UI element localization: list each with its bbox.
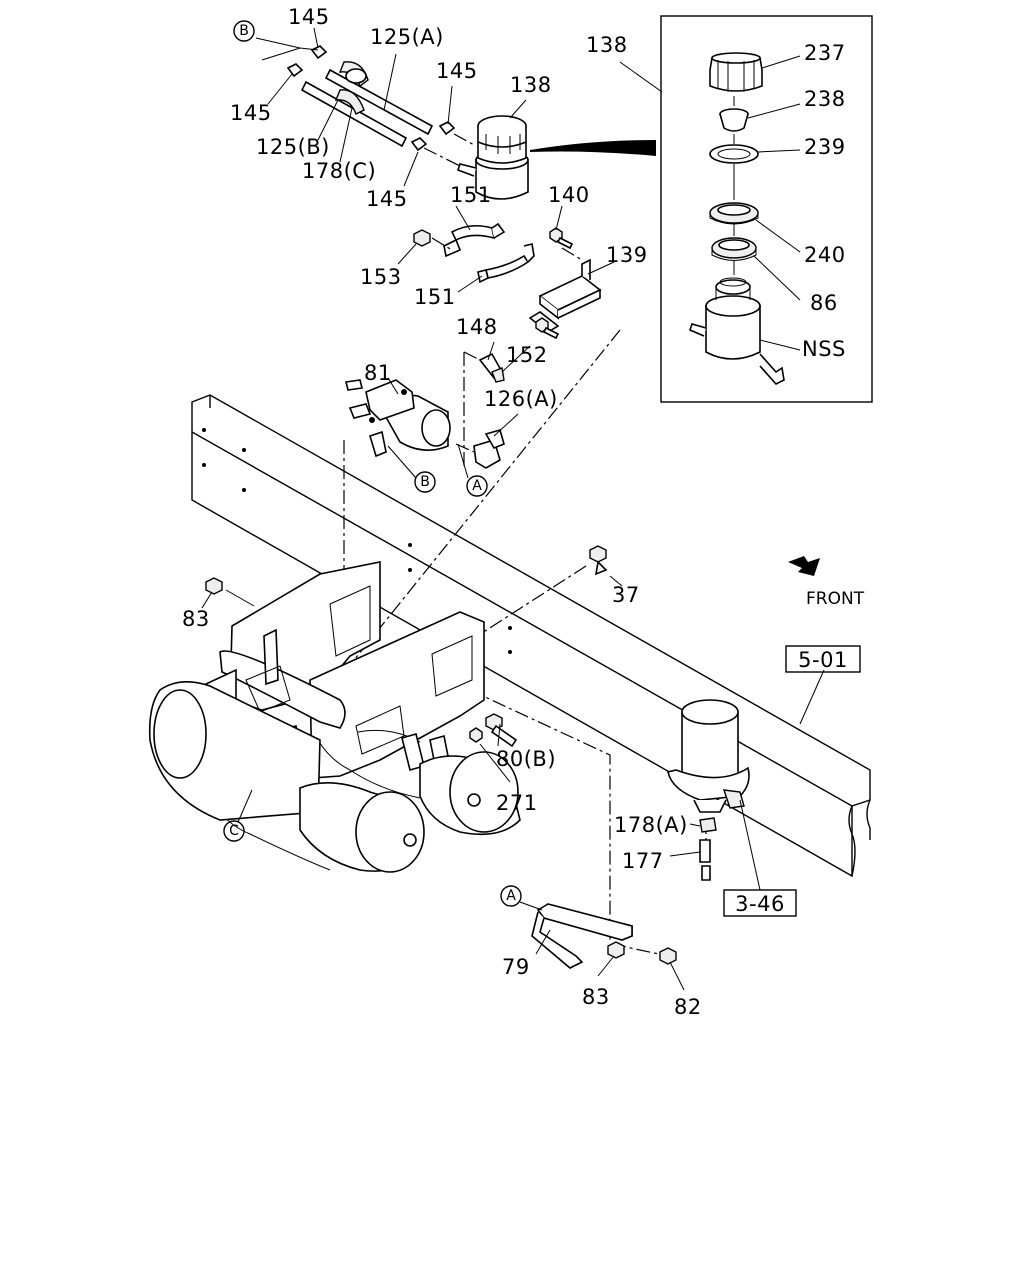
hose-125a bbox=[300, 68, 434, 148]
label-152: 152 bbox=[506, 343, 548, 367]
svg-text:B: B bbox=[420, 474, 430, 490]
label-80b: 80(B) bbox=[496, 747, 556, 771]
label-178a: 178(A) bbox=[614, 813, 688, 837]
label-177: 177 bbox=[622, 849, 664, 873]
chamber-left bbox=[148, 681, 321, 821]
fitting-178a bbox=[699, 817, 717, 833]
label-140: 140 bbox=[548, 183, 590, 207]
label-138-inset: 138 bbox=[586, 33, 628, 57]
label-151-bottom: 151 bbox=[414, 285, 456, 309]
svg-text:C: C bbox=[229, 823, 239, 839]
label-145-bottom: 145 bbox=[366, 187, 408, 211]
label-79: 79 bbox=[502, 955, 530, 979]
label-82: 82 bbox=[674, 995, 702, 1019]
reservoir-detail-inset bbox=[660, 15, 873, 403]
air-dryer bbox=[667, 699, 750, 813]
label-nss: NSS bbox=[802, 337, 846, 361]
ring-240 bbox=[709, 202, 759, 225]
explode-arrow bbox=[530, 140, 656, 156]
valve-81 bbox=[345, 379, 451, 458]
ref-5-01-text: 5-01 bbox=[798, 648, 848, 672]
label-240: 240 bbox=[804, 243, 846, 267]
ref-3-46-text: 3-46 bbox=[735, 892, 785, 916]
label-83-left: 83 bbox=[182, 607, 210, 631]
bracket-79 bbox=[531, 903, 677, 969]
svg-text:A: A bbox=[472, 478, 482, 494]
cap-237 bbox=[709, 52, 763, 92]
label-178c: 178(C) bbox=[302, 159, 376, 183]
label-126a: 126(A) bbox=[484, 387, 558, 411]
front-label: FRONT bbox=[806, 589, 865, 609]
filter-238 bbox=[719, 108, 749, 132]
pipe-177 bbox=[699, 839, 711, 881]
inset-frame bbox=[660, 15, 873, 403]
label-81: 81 bbox=[364, 361, 392, 385]
label-145-right: 145 bbox=[436, 59, 478, 83]
label-83-bottom: 83 bbox=[582, 985, 610, 1009]
label-139: 139 bbox=[606, 243, 648, 267]
callout-b-mid: B bbox=[414, 471, 436, 493]
mounting-bracket-assembly bbox=[205, 561, 485, 871]
label-145-left: 145 bbox=[230, 101, 272, 125]
fasteners-top bbox=[413, 227, 574, 340]
label-125b: 125(B) bbox=[256, 135, 330, 159]
plug-148 bbox=[478, 352, 505, 383]
label-37: 37 bbox=[612, 583, 640, 607]
label-151-top: 151 bbox=[450, 183, 492, 207]
ref-box-3-46[interactable]: 3-46 bbox=[723, 889, 797, 917]
clip-145-group bbox=[286, 45, 456, 152]
part-labels: 145 125(A) 145 125(B) 178(C) 145 145 138… bbox=[182, 5, 865, 1019]
label-125a: 125(A) bbox=[370, 25, 444, 49]
band-151 bbox=[443, 222, 535, 284]
callout-a-bot: A bbox=[500, 885, 522, 907]
elbow-126a bbox=[473, 429, 505, 469]
callout-c-left: C bbox=[223, 820, 245, 842]
chamber-right bbox=[419, 751, 521, 836]
reservoir-body-nss bbox=[689, 277, 785, 385]
leader-lines bbox=[201, 27, 825, 991]
reservoir-138 bbox=[456, 115, 529, 200]
svg-text:A: A bbox=[506, 888, 516, 904]
seal-239 bbox=[709, 144, 759, 164]
label-237: 237 bbox=[804, 41, 846, 65]
label-138: 138 bbox=[510, 73, 552, 97]
frame-rail bbox=[191, 394, 871, 878]
label-238: 238 bbox=[804, 87, 846, 111]
callout-a-mid: A bbox=[466, 475, 488, 497]
gasket-86 bbox=[711, 237, 757, 261]
label-145-top: 145 bbox=[288, 5, 330, 29]
svg-text:B: B bbox=[239, 23, 249, 39]
ref-box-5-01[interactable]: 5-01 bbox=[785, 645, 861, 673]
chamber-mid bbox=[299, 782, 425, 873]
label-271: 271 bbox=[496, 791, 538, 815]
label-86: 86 bbox=[810, 291, 838, 315]
callout-b-top: B bbox=[233, 20, 255, 42]
clamp-178c bbox=[334, 61, 369, 115]
label-148: 148 bbox=[456, 315, 498, 339]
label-239: 239 bbox=[804, 135, 846, 159]
bolts-assembly bbox=[205, 545, 608, 748]
front-arrow-icon bbox=[788, 556, 820, 576]
label-153: 153 bbox=[360, 265, 402, 289]
